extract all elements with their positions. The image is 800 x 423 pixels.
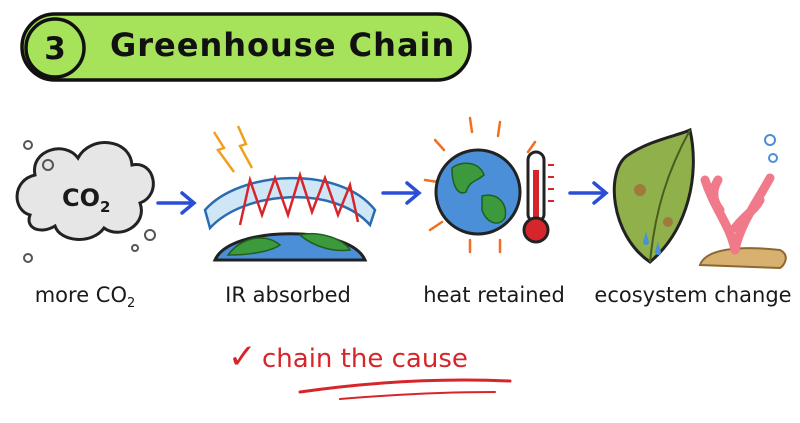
co2-cloud-label: CO2 (62, 184, 111, 216)
leaf-coral-icon (612, 127, 787, 270)
globe-thermometer-icon (423, 116, 554, 254)
step-badge (24, 17, 86, 79)
diagram-title: Greenhouse Chain (110, 26, 456, 64)
tagline-underline (298, 378, 512, 394)
arrow-3 (568, 181, 609, 205)
tagline-text: chain the cause (262, 344, 468, 374)
tagline-underline-2 (339, 391, 496, 400)
stage-label-heat-retained: heat retained (423, 283, 565, 307)
arrow-1 (156, 191, 197, 215)
title-banner (20, 12, 472, 82)
co2-cloud-icon (15, 140, 156, 263)
check-icon: ✓ (228, 337, 257, 377)
arrow-2 (381, 181, 422, 205)
atmosphere-ir-icon (203, 125, 377, 262)
stage-label-more-co2: more CO2 (34, 283, 136, 311)
stage-label-ecosystem-change: ecosystem change (594, 283, 792, 307)
stage-label-ir-absorbed: IR absorbed (225, 283, 351, 307)
step-number: 3 (44, 31, 66, 67)
